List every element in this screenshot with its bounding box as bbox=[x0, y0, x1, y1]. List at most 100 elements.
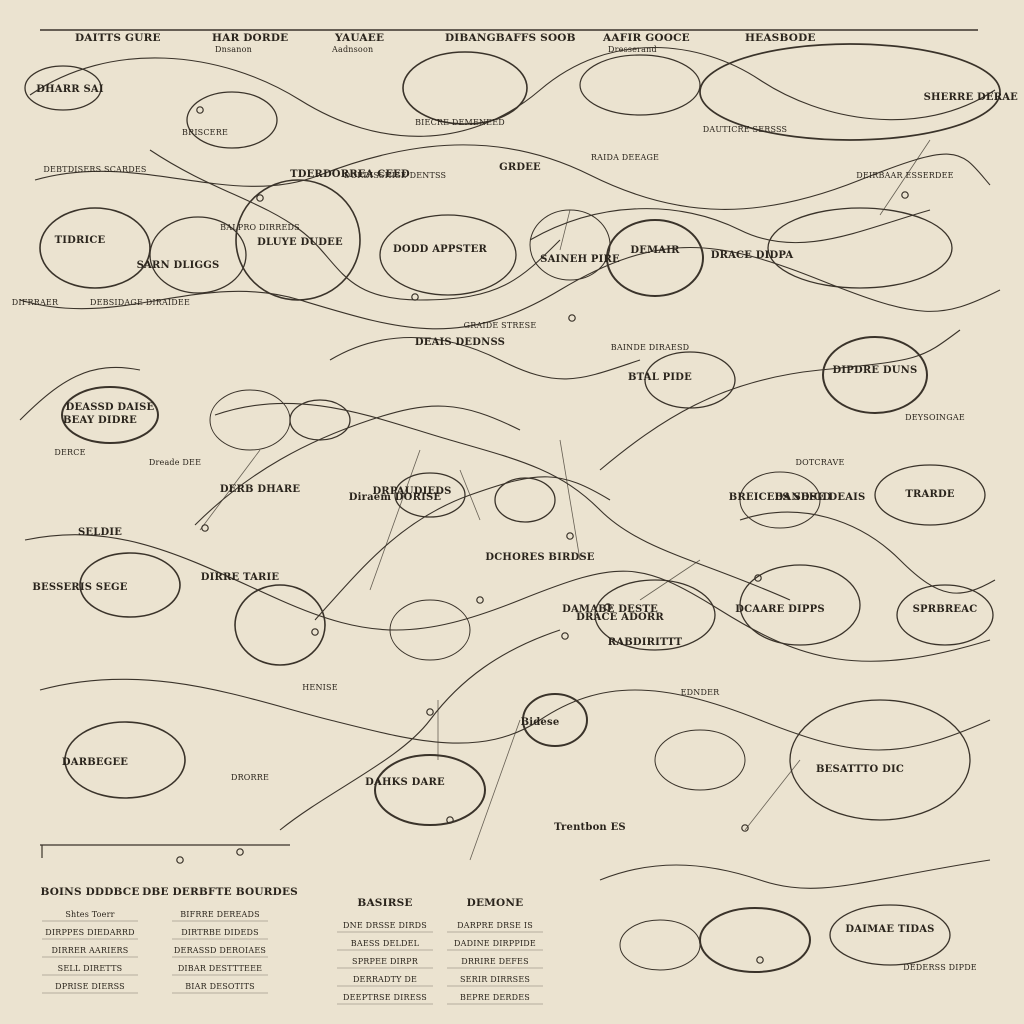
node-label: DARBEGEE bbox=[62, 757, 128, 768]
arrow-markers bbox=[176, 106, 909, 964]
legend-row: SELL DIRETTS bbox=[58, 964, 123, 973]
node-loop bbox=[149, 216, 247, 294]
node-loop bbox=[644, 351, 736, 409]
node-label: DIRRE TARIE bbox=[201, 572, 280, 583]
connector bbox=[459, 469, 481, 521]
node-loop bbox=[789, 699, 971, 821]
node-loop bbox=[24, 65, 102, 111]
annotation-label: DOTCRAVE bbox=[795, 458, 844, 467]
node-label: GRDEE bbox=[499, 162, 541, 173]
arrow-marker bbox=[176, 856, 184, 864]
annotation-label: DIFRRAER bbox=[12, 298, 59, 307]
legend-row: DIBAR DESTTTEEE bbox=[178, 964, 262, 973]
flow-curve bbox=[24, 534, 991, 662]
legend-row: DERASSD DEROIAES bbox=[174, 946, 266, 955]
legend-row: BEPRE DERDES bbox=[460, 993, 530, 1002]
node-loop bbox=[402, 51, 528, 125]
node-loop bbox=[699, 43, 1001, 141]
node-loop bbox=[209, 389, 291, 451]
arrow-marker bbox=[741, 824, 749, 832]
footer-rules bbox=[40, 844, 290, 858]
node-label: Diraem DORISE bbox=[349, 492, 442, 503]
connector bbox=[639, 559, 701, 601]
arrow-marker bbox=[411, 293, 419, 301]
node-loop bbox=[522, 693, 588, 747]
connector bbox=[469, 719, 521, 861]
arrow-marker bbox=[754, 574, 762, 582]
flow-curve bbox=[19, 247, 1001, 330]
annotation-label: Dreade DEE bbox=[149, 458, 201, 467]
flow-curve bbox=[214, 402, 791, 601]
node-label: DRPAUDIEDS bbox=[372, 486, 451, 497]
connector bbox=[199, 449, 261, 531]
connector bbox=[559, 209, 571, 251]
node-label: DANDSE DEAIS bbox=[775, 492, 866, 503]
legend-column-title: BOINS DDDBCE bbox=[40, 886, 139, 898]
node-label: DCAARE DIPPS bbox=[735, 604, 825, 615]
flow-curve bbox=[739, 511, 996, 594]
node-loop bbox=[739, 471, 821, 529]
annotation-label: DEBTDISERS SCARDES bbox=[43, 165, 146, 174]
node-label: SPRBREAC bbox=[913, 604, 978, 615]
header-label: YAUAEE bbox=[334, 32, 384, 44]
header-label: DAITTS GURE bbox=[75, 32, 161, 44]
flow-curve bbox=[19, 366, 141, 421]
legend-row: DADINE DIRPPIDE bbox=[454, 939, 536, 948]
annotation-label: DERCE bbox=[54, 448, 85, 457]
connector-lines bbox=[199, 139, 931, 861]
node-label: TIDRICE bbox=[55, 235, 106, 246]
legend-column-title: BASIRSE bbox=[357, 897, 412, 909]
node-loop bbox=[594, 579, 716, 651]
node-loop bbox=[606, 219, 704, 297]
flow-curve bbox=[194, 405, 521, 526]
arrow-marker bbox=[201, 524, 209, 532]
node-label: DEMAIR bbox=[630, 245, 680, 256]
node-loop bbox=[64, 721, 186, 799]
flow-curve bbox=[529, 208, 931, 244]
arrow-marker bbox=[604, 603, 612, 611]
node-label: DAHKS DARE bbox=[365, 777, 445, 788]
node-label: SHERRE DERAE bbox=[924, 92, 1019, 103]
node-label: DAIMAE TIDAS bbox=[845, 924, 934, 935]
flow-curve bbox=[39, 678, 991, 751]
node-label: SAINEH PIRE bbox=[540, 254, 620, 265]
node-label: DODD APPSTER bbox=[393, 244, 487, 255]
legend-row: DIRRER AARIERS bbox=[52, 946, 129, 955]
node-label: DCHORES BIRDSE bbox=[485, 552, 594, 563]
annotation-label: BAINDE DIRAESD bbox=[611, 343, 690, 352]
legend-row: DNE DRSSE DIRDS bbox=[343, 921, 427, 930]
arrow-marker bbox=[476, 596, 484, 604]
node-loop bbox=[494, 477, 556, 523]
arrow-marker bbox=[446, 816, 454, 824]
annotation-label: BALPRO DIRREDS bbox=[220, 223, 300, 232]
header-sublabel: Aadnsoon bbox=[331, 45, 373, 54]
annotation-label: DEYSOINGAE bbox=[905, 413, 965, 422]
node-loop bbox=[896, 584, 994, 646]
node-label: Bidese bbox=[521, 717, 560, 728]
node-label: DEASSD DAISE bbox=[66, 402, 155, 413]
node-loop bbox=[739, 564, 861, 646]
node-label: TRARDE bbox=[905, 489, 954, 500]
legend-row: BAESS DELDEL bbox=[351, 939, 420, 948]
annotation-label: GRAIDE STRESE bbox=[464, 321, 537, 330]
node-label: BTAL PIDE bbox=[628, 372, 692, 383]
node-label: TDERDORREA CEED bbox=[290, 169, 410, 180]
legend-row: DEEPTRSE DIRESS bbox=[343, 993, 427, 1002]
node-loop bbox=[39, 207, 151, 289]
connector bbox=[879, 139, 931, 216]
arrow-marker bbox=[568, 314, 576, 322]
node-loop bbox=[379, 214, 517, 296]
flow-curve bbox=[599, 859, 991, 889]
legend-row: SERIR DIRRSES bbox=[460, 975, 530, 984]
flow-curve bbox=[149, 149, 561, 301]
node-loop bbox=[822, 336, 928, 414]
legend-row: DERRADTY DE bbox=[353, 975, 417, 984]
flow-curve bbox=[329, 336, 641, 380]
legend-column-title: DBE DERBFTE BOURDES bbox=[142, 886, 298, 898]
annotation-label: BIECRE DEMENEED bbox=[415, 118, 505, 127]
node-label: Trentbon ES bbox=[554, 822, 626, 833]
node-label: DHARR SAI bbox=[36, 84, 104, 95]
node-label: BESATTTO DIC bbox=[816, 764, 904, 775]
